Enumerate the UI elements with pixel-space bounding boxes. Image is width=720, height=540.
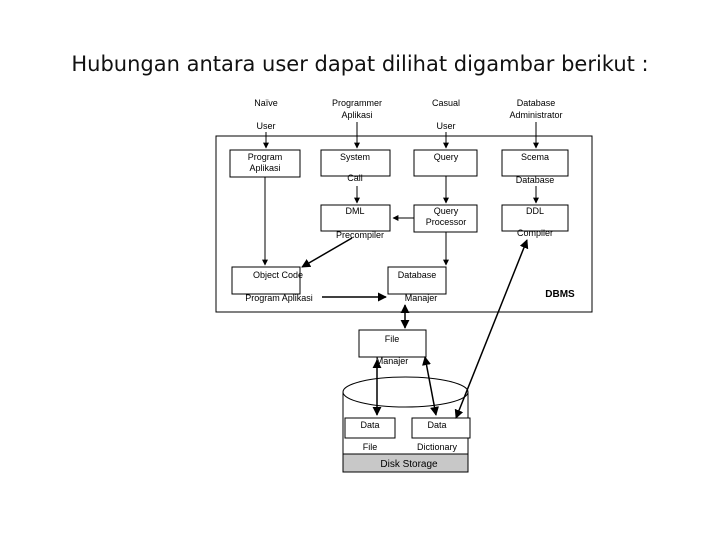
data-dictionary-label-2: Dictionary [417,442,458,452]
user-programmer-label: Programmer [332,98,382,108]
user-casual-label: Casual [432,98,460,108]
user-naive-label-2: User [256,121,275,131]
schema-label-2: Database [516,175,555,185]
ddl-compiler-box [501,204,569,232]
arrow-file-manager-to-data-dictionary [422,356,439,416]
system-call-box [320,149,391,177]
data-file-label-2: File [363,442,378,452]
user-programmer-label-2: Aplikasi [341,110,372,120]
dml-label-2: Precompiler [336,230,384,240]
program-aplikasi-label: Program [248,152,283,162]
system-call-label: System [340,152,370,162]
file-manager-label-2: Manajer [376,356,409,366]
object-code-label-2: Program Aplikasi [245,293,313,303]
db-manager-label: Database [398,270,437,280]
arrow-ddl-to-data-dictionary [454,239,529,419]
arrow-dml-to-object-code [301,237,353,268]
query-processor-label-2: Processor [426,217,467,227]
query-label: Query [434,152,459,162]
dbms-label: DBMS [545,289,575,300]
user-dba-label: Database [517,98,556,108]
query-box [413,149,478,177]
data-dictionary-label: Data [427,420,446,430]
object-code-box [231,266,301,295]
disk-storage-label: Disk Storage [380,459,438,470]
data-file-label: Data [360,420,379,430]
program-aplikasi-label-2: Aplikasi [249,163,280,173]
page-title: Hubungan antara user dapat dilihat digam… [71,52,649,76]
object-code-label: Object Code [253,270,303,280]
query-processor-box [413,204,478,233]
db-manager-box [387,266,447,295]
ddl-label-2: Compiler [517,228,553,238]
dml-label: DML [345,206,364,216]
ddl-label: DDL [526,206,544,216]
data-file-box [344,417,396,439]
user-naive-label: Naïve [254,98,278,108]
data-dictionary-box [411,417,471,439]
user-dba-label-2: Administrator [509,110,562,120]
query-processor-label: Query [434,206,459,216]
dml-precompiler-box [320,204,391,232]
schema-label: Scema [521,152,549,162]
system-call-label-2: Call [347,173,363,183]
disk-storage-top [342,376,469,408]
file-manager-box [358,329,427,358]
db-manager-label-2: Manajer [405,293,438,303]
user-casual-label-2: User [436,121,455,131]
file-manager-label: File [385,334,400,344]
schema-box [501,149,569,177]
disk-storage-band [342,453,469,473]
